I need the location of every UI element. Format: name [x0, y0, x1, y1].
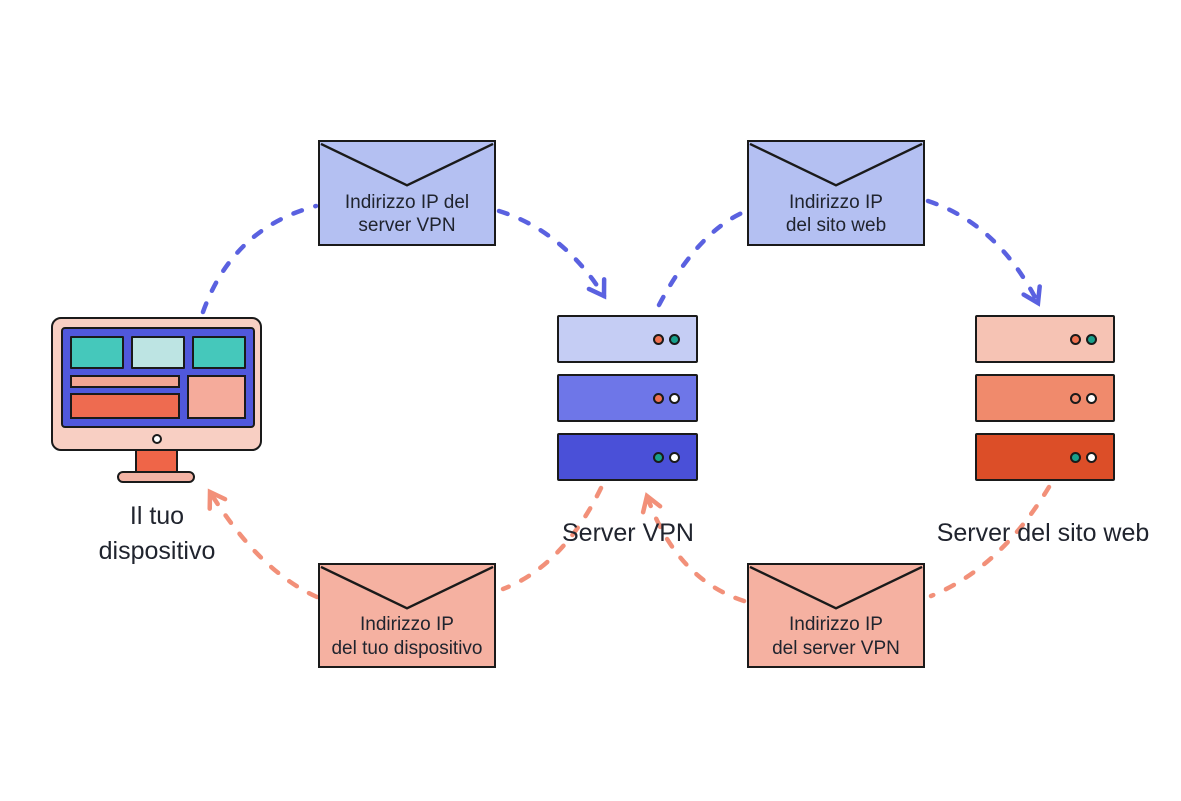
envelope-label-line1: Indirizzo IP [789, 191, 883, 213]
envelope-ip-server-vpn-return: Indirizzo IP del server VPN [747, 563, 925, 668]
arrow-env1-to-vpn-server [496, 208, 607, 300]
website-server-rack [975, 315, 1115, 492]
envelope-label-line2: del server VPN [772, 637, 900, 659]
arrow-env3-to-device [207, 488, 320, 600]
screen-bottom-row [70, 375, 246, 419]
server-rack-unit [557, 433, 698, 481]
monitor-screen [61, 327, 255, 428]
device-label: Il tuo dispositivo [47, 499, 267, 569]
status-led [1086, 451, 1097, 463]
server-rack-unit [557, 315, 698, 363]
envelope-label: Indirizzo IP del tuo dispositivo [320, 613, 494, 659]
screen-tile [131, 336, 185, 369]
vpn-server-rack [557, 315, 698, 492]
status-led [669, 451, 680, 463]
envelope-label: Indirizzo IP del server VPN [320, 191, 494, 237]
server-rack-unit [557, 374, 698, 422]
screen-tile [187, 375, 246, 419]
screen-tile [192, 336, 246, 369]
screen-tile [70, 336, 124, 369]
your-device-illustration [51, 317, 262, 483]
envelope-ip-server-vpn-outbound: Indirizzo IP del server VPN [318, 140, 496, 246]
arrow-vpn-server-to-env3 [500, 485, 604, 592]
status-led [653, 333, 664, 345]
arrow-env4-to-vpn-server [640, 492, 747, 604]
screen-top-row [70, 336, 246, 369]
envelope-label: Indirizzo IP del sito web [749, 191, 923, 237]
envelope-flap-icon [749, 565, 923, 610]
screen-left-column [70, 375, 180, 419]
envelope-flap-icon [320, 142, 494, 187]
arrow-device-to-env1 [200, 203, 319, 315]
device-label-line2: dispositivo [98, 537, 216, 565]
envelope-flap-icon [320, 565, 494, 610]
monitor-camera-dot [152, 434, 162, 444]
status-led [669, 333, 680, 345]
envelope-label: Indirizzo IP del server VPN [749, 613, 923, 659]
arrow-web-server-to-env4 [928, 484, 1052, 599]
server-rack-unit [975, 374, 1115, 422]
arrow-env2-to-web-server [925, 198, 1042, 307]
arrow-vpn-server-to-env2 [656, 209, 747, 308]
screen-strip [70, 375, 180, 388]
envelope-ip-sito-web: Indirizzo IP del sito web [747, 140, 925, 246]
status-led [653, 392, 664, 404]
status-led [1070, 451, 1081, 463]
server-rack-unit [975, 315, 1115, 363]
status-led [669, 392, 680, 404]
status-led [1070, 333, 1081, 345]
website-server-label: Server del sito web [936, 519, 1150, 547]
status-led [1086, 333, 1097, 345]
envelope-label-line1: Indirizzo IP [789, 614, 883, 636]
monitor-body [51, 317, 262, 451]
envelope-label-line1: Indirizzo IP del [344, 191, 470, 213]
status-led [1070, 392, 1081, 404]
envelope-label-line2: del sito web [785, 215, 887, 237]
monitor-base [117, 471, 195, 483]
status-led [1086, 392, 1097, 404]
server-rack-unit [975, 433, 1115, 481]
envelope-label-line2: server VPN [358, 215, 456, 237]
status-led [653, 451, 664, 463]
envelope-label-line1: Indirizzo IP [360, 614, 454, 636]
vpn-server-label: Server VPN [562, 519, 694, 547]
device-label-line1: Il tuo [129, 502, 185, 530]
envelope-label-line2: del tuo dispositivo [331, 637, 483, 659]
envelope-ip-tuo-dispositivo: Indirizzo IP del tuo dispositivo [318, 563, 496, 668]
screen-strip [70, 393, 180, 419]
envelope-flap-icon [749, 142, 923, 187]
